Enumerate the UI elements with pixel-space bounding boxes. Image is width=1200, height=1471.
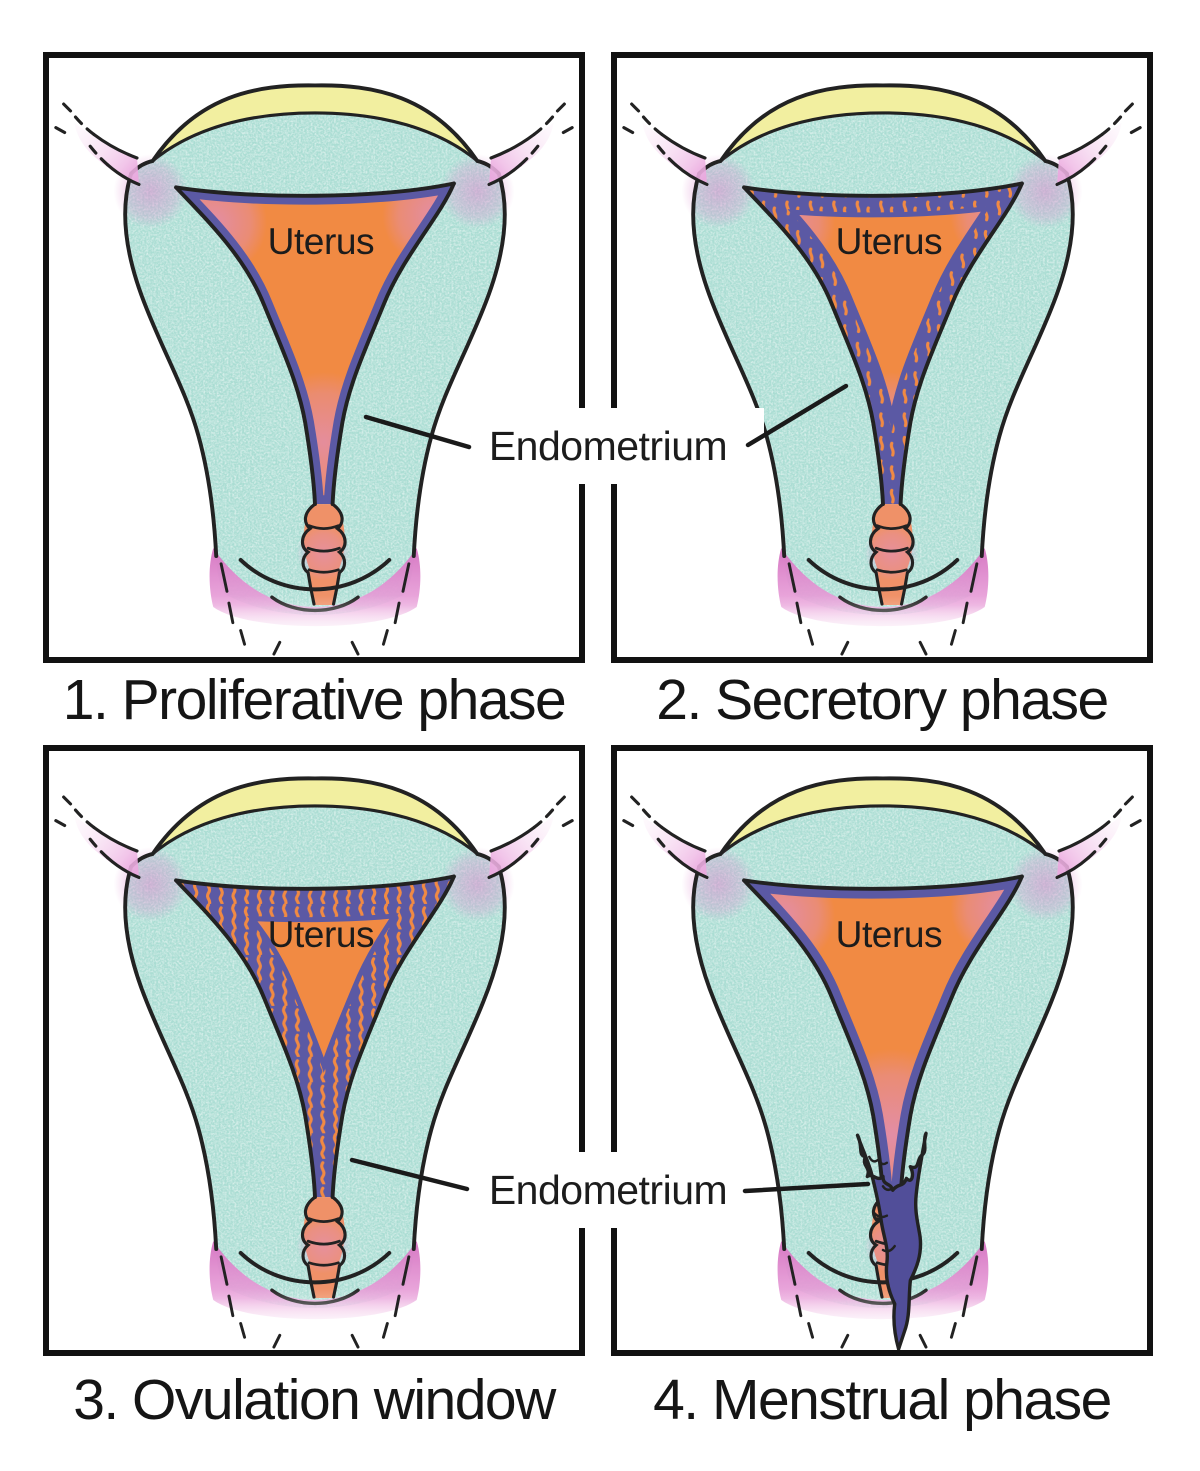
cervical-canal	[296, 504, 352, 606]
fundus-layer	[152, 778, 478, 854]
uterus-figure: Uterus	[54, 83, 574, 657]
endometrium-label-backplate	[452, 408, 764, 484]
fundus-inner-line	[719, 111, 1047, 163]
outlines	[691, 83, 1075, 606]
menstrual-shedding	[855, 1131, 928, 1350]
caption-secretory: 2. Secretory phase	[656, 668, 1109, 732]
fallopian-tube-left	[54, 102, 141, 187]
sketch-dashes	[219, 562, 411, 656]
caption-proliferative: 1. Proliferative phase	[62, 668, 567, 732]
sketch-dashes	[787, 1255, 979, 1349]
sketch-dashes	[219, 1255, 411, 1349]
fundus-inner-line	[151, 804, 479, 856]
uterus-figure: Uterus	[622, 776, 1142, 1350]
fallopian-tube-left	[622, 102, 709, 187]
panel-proliferative: Uterus	[43, 52, 585, 663]
cervical-canal	[296, 1197, 352, 1299]
panel-menstrual: Uterus	[611, 745, 1153, 1356]
fundus-layer	[720, 778, 1046, 854]
fallopian-tube-right	[1055, 795, 1142, 880]
fundus-inner-line	[719, 804, 1047, 856]
uterus-label: Uterus	[836, 913, 942, 955]
endometrium-label: Endometrium	[488, 1166, 728, 1213]
uterus-illustration: Uterus	[622, 83, 1142, 657]
uterus-label: Uterus	[836, 220, 942, 262]
endometrium-label: Endometrium	[488, 422, 728, 469]
uterus-illustration: Uterus	[54, 776, 574, 1350]
sketch-dashes	[787, 562, 979, 656]
fallopian-tube-right	[487, 795, 574, 880]
fundus-layer	[152, 85, 478, 161]
fallopian-tube-left	[54, 795, 141, 880]
uterus-illustration: Uterus	[622, 776, 1142, 1350]
uterus-figure: Uterus	[54, 776, 574, 1350]
uterus-figure: Uterus	[622, 83, 1142, 657]
caption-menstrual: 4. Menstrual phase	[653, 1368, 1112, 1432]
fallopian-tube-right	[487, 102, 574, 187]
panel-ovulation: Uterus	[43, 745, 585, 1356]
fundus-inner-line	[151, 111, 479, 163]
uterus-label: Uterus	[268, 913, 374, 955]
outlines	[123, 83, 507, 606]
uterus-label: Uterus	[268, 220, 374, 262]
endometrium-label-backplate	[452, 1152, 764, 1228]
caption-ovulation: 3. Ovulation window	[73, 1368, 556, 1432]
panel-secretory: Uterus	[611, 52, 1153, 663]
cervical-canal	[864, 504, 920, 606]
fundus-layer	[720, 85, 1046, 161]
fallopian-tube-left	[622, 795, 709, 880]
uterus-illustration: Uterus	[54, 83, 574, 657]
fallopian-tube-right	[1055, 102, 1142, 187]
